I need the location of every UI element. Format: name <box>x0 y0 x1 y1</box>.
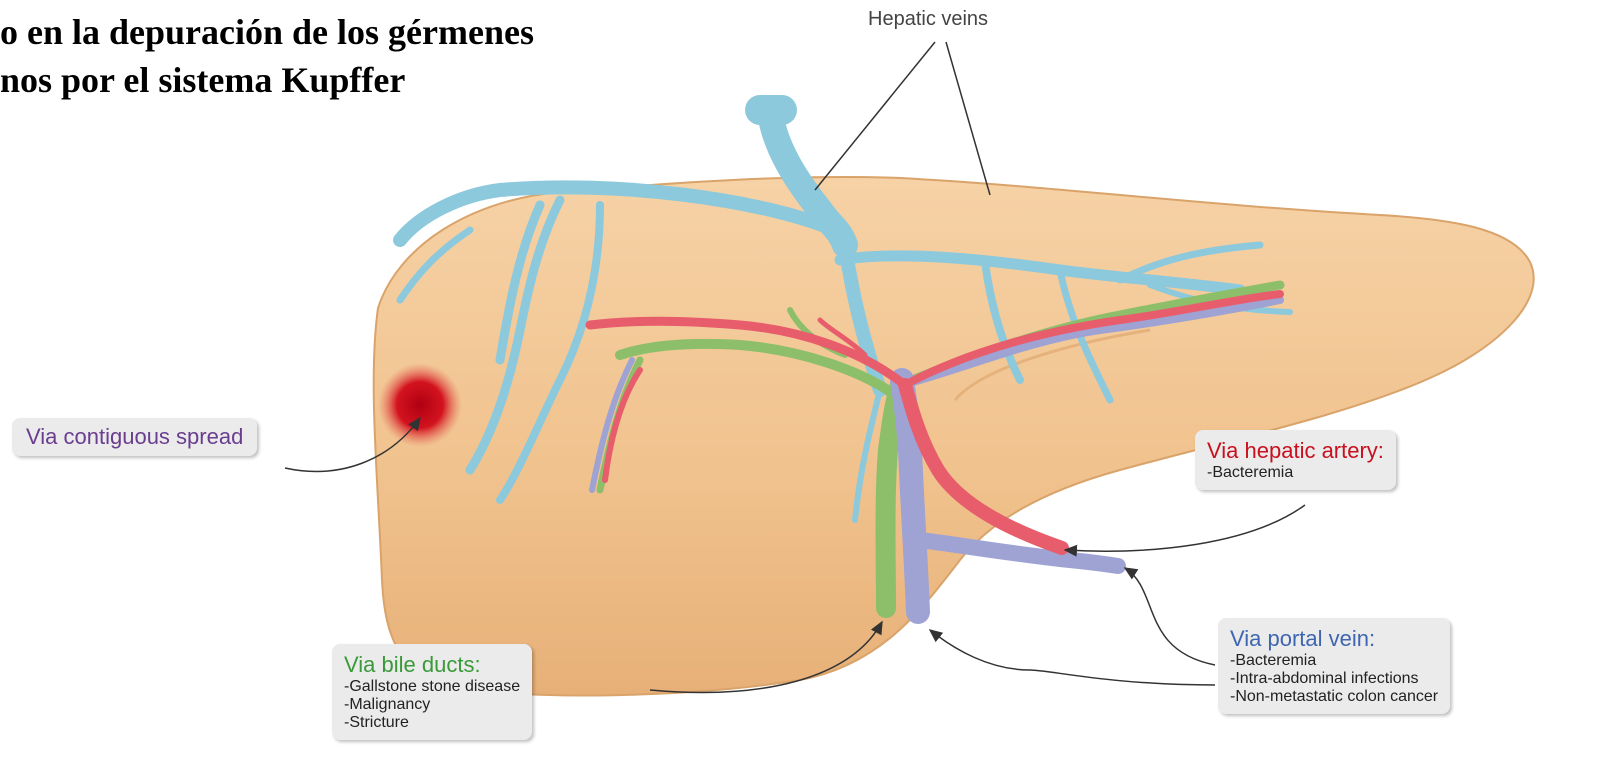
portal-vein-arrow-1 <box>930 630 1030 670</box>
portal-vein-item: -Bacteremia <box>1230 652 1438 670</box>
portal-vein-arrow-3 <box>1030 670 1215 685</box>
bile-ducts-item: -Gallstone stone disease <box>344 678 520 696</box>
slide-title-line-1: o en la depuración de los gérmenes <box>0 12 534 52</box>
bile-ducts-item: -Malignancy <box>344 696 520 714</box>
bile-ducts-item: -Stricture <box>344 714 520 732</box>
contiguous-spread-box: Via contiguous spread <box>12 418 257 456</box>
portal-vein-title: Via portal vein: <box>1230 626 1438 652</box>
hepatic-veins-pointer-right <box>946 42 990 195</box>
portal-vein-arrow-2 <box>1125 568 1215 665</box>
hepatic-artery-arrow <box>1065 505 1305 551</box>
hepatic-veins-pointer-left <box>815 42 935 190</box>
hepatic-veins-label: Hepatic veins <box>868 8 988 31</box>
slide-title-line-2: nos por el sistema Kupffer <box>0 60 405 100</box>
hepatic-artery-box: Via hepatic artery: -Bacteremia <box>1195 430 1396 490</box>
portal-vein-box: Via portal vein: -Bacteremia -Intra-abdo… <box>1218 618 1450 714</box>
bile-ducts-box: Via bile ducts: -Gallstone stone disease… <box>332 644 532 740</box>
portal-vein-item: -Non-metastatic colon cancer <box>1230 688 1438 706</box>
portal-vein-item: -Intra-abdominal infections <box>1230 670 1438 688</box>
bile-ducts-title: Via bile ducts: <box>344 652 520 678</box>
infection-focus-icon <box>378 363 462 447</box>
hepatic-artery-title: Via hepatic artery: <box>1207 438 1384 464</box>
contiguous-spread-label: Via contiguous spread <box>26 424 243 450</box>
hepatic-artery-item: -Bacteremia <box>1207 464 1384 482</box>
